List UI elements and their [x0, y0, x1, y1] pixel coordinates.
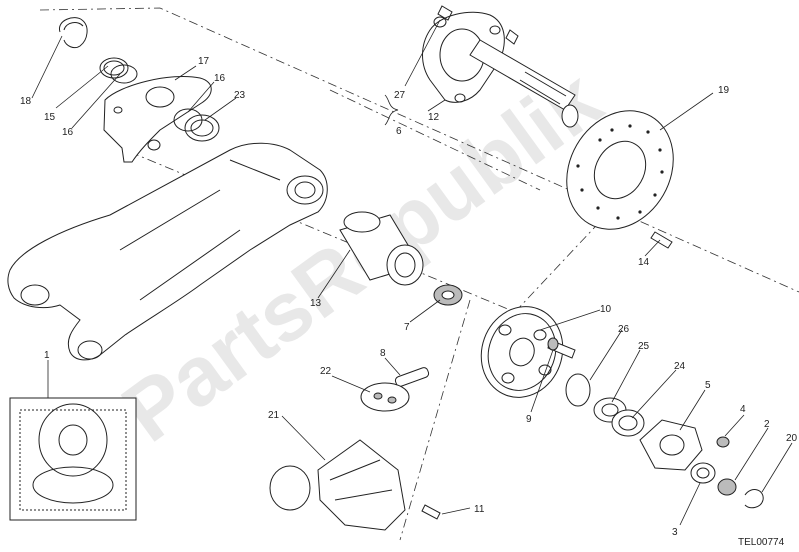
- caliper-bracket: [103, 76, 212, 163]
- rear-hub-flange: [422, 11, 579, 128]
- callout-27: 27: [394, 90, 406, 101]
- callout-19: 19: [718, 85, 730, 96]
- chain-link: [360, 367, 430, 412]
- disc-bolt: [650, 231, 673, 249]
- callout-15: 15: [44, 112, 56, 123]
- callout-12: 12: [428, 112, 440, 123]
- leader-lines: [31, 19, 793, 526]
- callout-1: 1: [44, 350, 50, 361]
- callout-26: 26: [618, 324, 630, 335]
- callout-21: 21: [268, 410, 280, 421]
- sprocket-flange: [639, 419, 703, 471]
- snap-ring: [744, 489, 764, 509]
- hub-bolt: [437, 5, 453, 21]
- sleeve-26: [565, 373, 591, 407]
- nut: [716, 436, 730, 448]
- callout-3: 3: [672, 527, 678, 538]
- eccentric-hub: [339, 211, 424, 286]
- callout-22: 22: [320, 366, 332, 377]
- callout-23: 23: [234, 90, 246, 101]
- callout-6: 6: [396, 126, 402, 137]
- ring-nut: [717, 478, 737, 496]
- callout-10: 10: [600, 304, 612, 315]
- washer: [690, 462, 716, 484]
- guard-bolt: [421, 504, 441, 520]
- callout-17: 17: [198, 56, 210, 67]
- callout-18: 18: [20, 96, 32, 107]
- callout-labels: 18 15 16 17 16 23 27 6 12 19 14 13 7 10 …: [20, 56, 798, 538]
- callout-8: 8: [380, 348, 386, 359]
- callout-13: 13: [310, 298, 322, 309]
- callout-24: 24: [674, 361, 686, 372]
- callout-2: 2: [764, 419, 770, 430]
- callout-9: 9: [526, 414, 532, 425]
- callout-16: 16: [62, 127, 74, 138]
- callout-7: 7: [404, 322, 410, 333]
- brake-disc: [566, 110, 674, 230]
- callout-14: 14: [638, 257, 650, 268]
- callout-16b: 16: [214, 73, 226, 84]
- chain-guard: [269, 439, 406, 531]
- callout-11: 11: [474, 504, 485, 515]
- callout-25: 25: [638, 341, 650, 352]
- swingarm: [7, 142, 328, 361]
- circlip: [59, 17, 88, 49]
- callout-4: 4: [740, 404, 746, 415]
- seal-ring: [99, 57, 129, 79]
- o-ring: [110, 64, 138, 84]
- inset-detail: [9, 397, 137, 521]
- callout-20: 20: [786, 433, 798, 444]
- ring-24: [611, 409, 645, 437]
- drawing-code: TEL00774: [738, 537, 785, 548]
- callout-5: 5: [705, 380, 711, 391]
